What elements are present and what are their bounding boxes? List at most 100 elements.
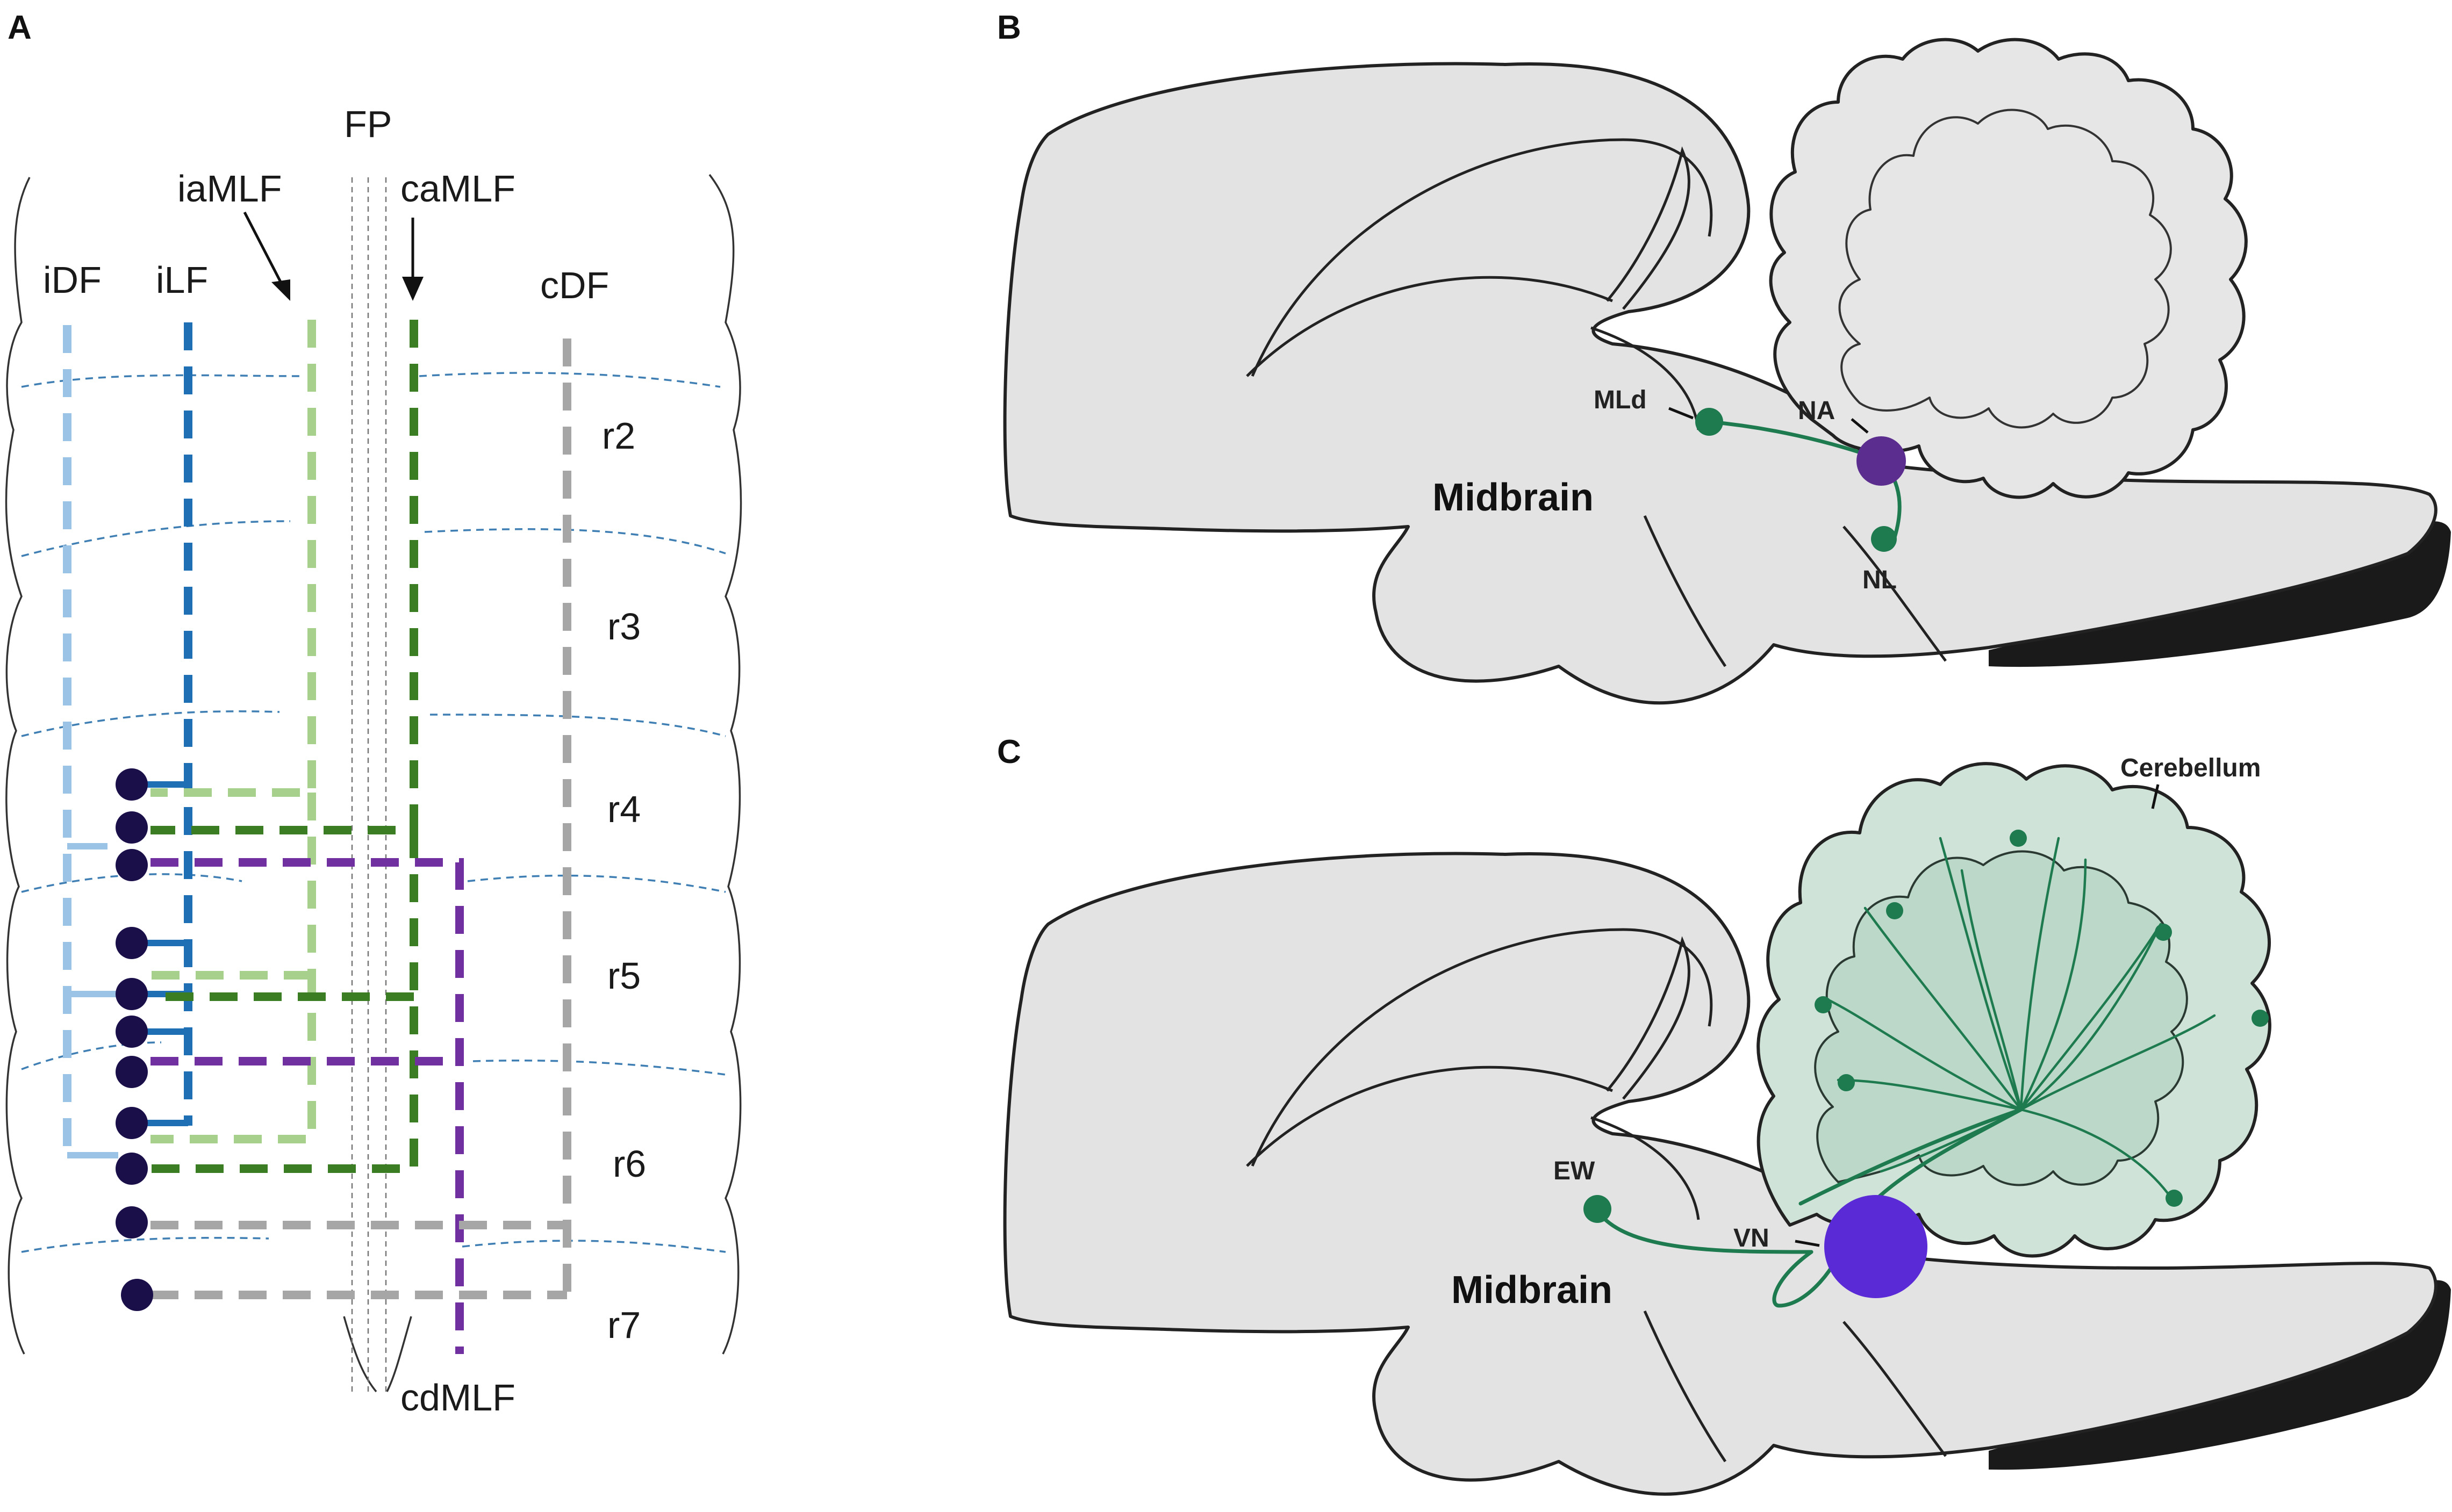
cerebellum-c-inner: [1814, 850, 2188, 1186]
leader-vn: [1795, 1240, 1820, 1247]
brain-outline-b: [1003, 62, 2437, 705]
label-na: NA: [1798, 397, 1835, 425]
label-mld: MLd: [1594, 386, 1647, 414]
hindbrain-right-outline: [708, 174, 742, 1355]
iamlf-arrow-line: [243, 211, 286, 291]
tract-vn-cerebellum: [1798, 1107, 2023, 1206]
label-cerebellum: Cerebellum: [2120, 754, 2261, 782]
label-r3: r3: [607, 606, 641, 647]
camlf-r4-line: [150, 320, 418, 834]
leader-na: [1851, 418, 1869, 434]
cdmlf-tract: [150, 858, 464, 1354]
soma-r7-1: [121, 1279, 153, 1311]
label-r7: r7: [607, 1304, 641, 1346]
fiber-c-1: [2019, 837, 2060, 1111]
label-cdmlf: cdMLF: [400, 1377, 515, 1419]
cb-dot-6: [1838, 1074, 1855, 1091]
boundary-r3-r4: [21, 710, 726, 737]
fold-c-1: [1251, 928, 1713, 1167]
iamlf-r6-line: [150, 793, 316, 1143]
cerebellar-fibers: [1826, 837, 2216, 1200]
fold-c-3: [1606, 936, 1690, 1100]
soma-r5-2: [116, 978, 148, 1010]
fiber-c-10: [2019, 933, 2157, 1111]
boundary-r2-r3: [21, 520, 726, 557]
fold-c-4: [1590, 1116, 1700, 1220]
cdmlf-r4-line: [150, 858, 464, 1354]
label-midbrain-c: Midbrain: [1451, 1269, 1612, 1312]
tract-ew-vn: [1594, 1207, 1813, 1254]
cb-dot-5: [2252, 1010, 2269, 1027]
fold-c-2: [1246, 1065, 1613, 1167]
soma-r4-2: [116, 811, 148, 844]
panel-b: B MLd NA NL Midbrain: [997, 9, 2451, 705]
nucleus-ew: [1583, 1195, 1611, 1223]
leader-mld: [1668, 407, 1694, 420]
soma-r4-1: [116, 768, 148, 801]
fold-b-3: [1606, 146, 1690, 310]
boundary-r5-r6: [21, 1041, 726, 1076]
nucleus-nl: [1871, 526, 1897, 552]
label-nl: NL: [1862, 566, 1897, 594]
panel-b-letter: B: [997, 9, 1021, 46]
label-r2: r2: [602, 415, 635, 457]
cerebellar-nuclei-dots: [1815, 830, 2269, 1207]
nucleus-mld: [1695, 408, 1723, 436]
label-idf: iDF: [43, 259, 102, 301]
fiber-c-5: [1826, 998, 2023, 1111]
label-r5: r5: [607, 955, 641, 997]
nucleus-vn: [1824, 1195, 1927, 1298]
camlf-arrow-head: [402, 277, 424, 301]
camlf-r6-line: [150, 830, 418, 1173]
neuron-somata: [116, 768, 153, 1311]
boundary-r6-r7: [21, 1236, 726, 1253]
soma-r6-1: [116, 1056, 148, 1088]
cdf-tract: [150, 339, 571, 1300]
cb-dot-7: [2166, 1190, 2183, 1207]
nucleus-na: [1856, 436, 1906, 486]
label-vn: VN: [1733, 1224, 1769, 1252]
cerebellum-b-outer: [1769, 38, 2248, 499]
label-r6: r6: [613, 1143, 646, 1185]
fiber-c-7: [2019, 923, 2162, 1111]
iamlf-r4-line: [150, 320, 316, 797]
camlf-tract: [150, 320, 418, 1173]
brain-outline-c: [1003, 852, 2437, 1496]
leader-cerebellum: [2151, 784, 2160, 809]
fold-c-6: [1842, 1321, 1947, 1457]
label-fp: FP: [344, 103, 392, 145]
fiber-c-11: [2019, 858, 2087, 1111]
soma-r6-2: [116, 1107, 148, 1139]
fold-c-5: [1643, 1310, 1727, 1463]
soma-r6-4: [116, 1206, 148, 1239]
fold-b-4: [1590, 326, 1700, 430]
panel-c: C: [997, 733, 2451, 1496]
cb-dot-1: [2010, 830, 2027, 847]
cerebellum-b-inner: [1838, 109, 2172, 429]
soma-r5-1: [116, 927, 148, 959]
label-midbrain-b: Midbrain: [1432, 476, 1594, 519]
cb-dot-4: [1815, 996, 1832, 1013]
hindbrain-left-outline: [5, 177, 31, 1355]
fiber-c-3: [1960, 869, 2023, 1111]
iamlf-arrow-head: [271, 279, 290, 301]
panel-c-letter: C: [997, 733, 1021, 771]
panel-a: A: [5, 9, 742, 1419]
fiber-c-2: [1939, 837, 2023, 1111]
panel-a-letter: A: [8, 9, 32, 46]
cb-dot-3: [2155, 924, 2172, 941]
boundary-r1-r2: [21, 372, 721, 388]
fiber-c-6: [1837, 1078, 2023, 1111]
label-iamlf: iaMLF: [177, 168, 282, 210]
boundary-r4-r5: [21, 873, 726, 893]
fold-b-6: [1842, 525, 1947, 662]
idf-tract: [63, 325, 118, 1158]
fiber-c-9: [2019, 1108, 2173, 1200]
hindbrain-bottom-curve-left: [343, 1316, 377, 1393]
fiber-c-8: [2019, 1014, 2216, 1111]
fold-b-2: [1246, 276, 1613, 377]
label-camlf: caMLF: [400, 168, 515, 210]
label-r4: r4: [607, 788, 641, 830]
hindbrain-bottom-curve-right: [386, 1316, 412, 1392]
